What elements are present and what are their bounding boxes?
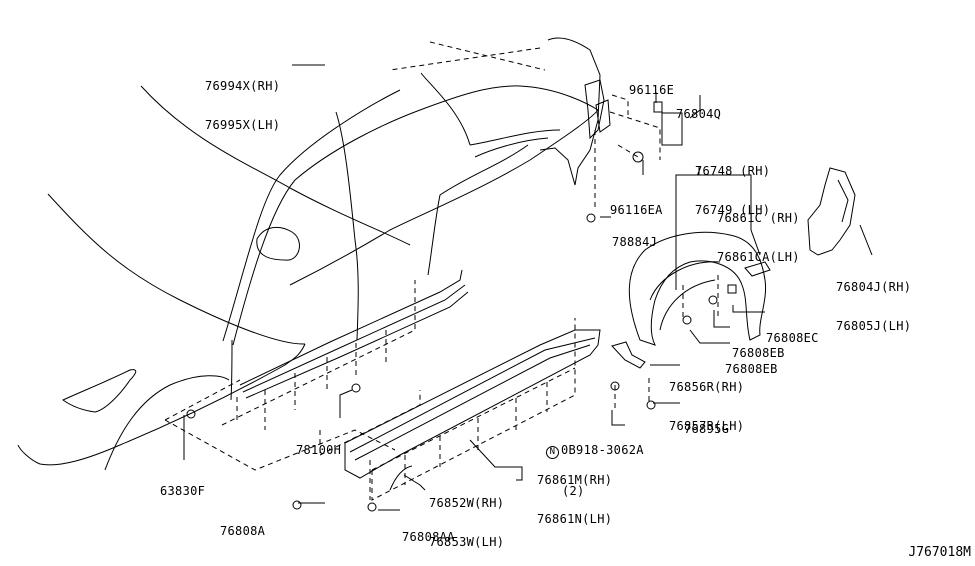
- part-number: 96116E: [629, 83, 675, 97]
- part-label-protector-c: 76861C (RH) 76861CA(LH): [717, 186, 800, 290]
- part-label-grommet-ea: 96116EA: [610, 178, 663, 243]
- inner-bracket: [807, 167, 856, 256]
- part-number: 76895G: [684, 422, 730, 436]
- part-number-lh: 76995X(LH): [205, 118, 281, 132]
- part-number: 76808AA: [402, 530, 455, 544]
- part-number: 76808EC: [766, 331, 819, 345]
- part-quantity: (2): [562, 484, 585, 498]
- part-label-clip-g: 76895G: [684, 397, 729, 462]
- part-number-rh: 76852W(RH): [429, 496, 505, 510]
- part-label-screw-a: 76808A: [220, 499, 265, 564]
- part-label-clip-j: 78884J: [612, 210, 657, 275]
- part-label-screw-aa: 76808AA: [402, 505, 455, 566]
- part-number: 0B918-3062A: [561, 443, 644, 457]
- part-number-lh: 76861N(LH): [537, 512, 613, 526]
- part-number-lh: 76857R(LH): [669, 419, 745, 433]
- part-label-grommet-f: 63830F: [160, 459, 205, 524]
- part-number-lh: 76749 (LH): [695, 203, 771, 217]
- fender-protector: [628, 231, 767, 346]
- part-number-rh: 76804J(RH): [836, 280, 912, 294]
- leader-lines: [183, 64, 873, 511]
- part-label-clip-eb-1: 76808EB: [732, 321, 785, 386]
- car-body-outline: [17, 72, 599, 471]
- part-label-hinge: 76994X(RH) 76995X(LH): [205, 54, 280, 158]
- part-number-lh: 76861CA(LH): [717, 250, 800, 264]
- part-number-rh: 76748 (RH): [695, 164, 771, 178]
- part-label-bracket-q: 76804Q: [676, 82, 721, 147]
- part-number: 78884J: [612, 235, 658, 249]
- part-number-rh: 76861C (RH): [717, 211, 800, 225]
- part-number-rh: 76994X(RH): [205, 79, 281, 93]
- rear-quarter-inner: [539, 37, 611, 186]
- part-label-sill-cover: 76861M(RH) 76861N(LH): [537, 448, 612, 552]
- part-label-clip-ec: 76808EC: [766, 306, 819, 371]
- sill-panel: [239, 269, 601, 479]
- part-number: 76808EB: [725, 362, 778, 376]
- part-number-lh: 76853W(LH): [429, 535, 505, 549]
- part-label-grommet-e: 96116E: [629, 58, 674, 123]
- n-symbol-icon: N: [546, 446, 559, 459]
- part-label-bracket-j: 76804J(RH) 76805J(LH): [836, 255, 911, 359]
- part-label-clip-eb-2: 76808EB: [725, 337, 778, 402]
- part-number: 63830F: [160, 484, 206, 498]
- part-label-mudguard: 76852W(RH) 76853W(LH): [429, 471, 504, 566]
- diagram-id: J767018M: [908, 545, 971, 560]
- part-number-rh: 76856R(RH): [669, 380, 745, 394]
- part-label-protector: 76748 (RH) 76749 (LH): [695, 139, 770, 243]
- part-number: 76804Q: [676, 107, 722, 121]
- part-number: 78100H: [296, 443, 342, 457]
- part-number: 96116EA: [610, 203, 663, 217]
- part-number-rh: 76861M(RH): [537, 473, 613, 487]
- fastener-glyphs: [186, 101, 771, 512]
- part-label-clip-h: 78100H: [296, 418, 341, 483]
- part-number-lh: 76805J(LH): [836, 319, 912, 333]
- part-number: 76808A: [220, 524, 266, 538]
- part-number: 76808EB: [732, 346, 785, 360]
- part-label-bracket-r: 76856R(RH) 76857R(LH): [669, 355, 744, 459]
